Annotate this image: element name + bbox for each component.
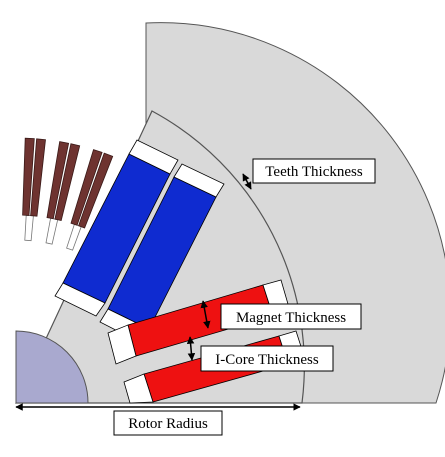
barrier-red-upper-left [107,324,137,365]
winding-coil [70,149,103,226]
slot-opening [24,214,34,242]
rotor-radius-annotation: Rotor Radius [15,403,301,436]
barrier-blue-left-bottom [54,282,106,317]
slot-opening [45,217,59,245]
icore-thickness-label: I-Core Thickness [215,352,319,368]
magnet-thickness-label: Magnet Thickness [236,310,346,326]
winding-coil [78,152,114,229]
barrier-blue-right-top [173,163,225,198]
icore-thickness-annotation: I-Core Thickness [186,336,334,372]
winding-coil [46,141,70,220]
icore-thickness-label-box [200,345,334,372]
magnet-pair-blue [54,139,225,344]
rotor-radius-label: Rotor Radius [128,416,208,432]
barrier-red-lower-left [123,373,154,404]
teeth-thickness-annotation: Teeth Thickness [242,158,376,190]
winding-coil [54,143,81,221]
rotor-radius-label-box [113,410,223,436]
barrier-blue-left-top [128,139,179,175]
slot-opening [66,223,82,251]
winding-coil [30,138,46,217]
winding-coil [22,137,35,216]
teeth-thickness-label-box [252,158,376,184]
icore-thickness-arrow [186,336,196,361]
shaft [15,330,89,404]
teeth-thickness-label: Teeth Thickness [265,164,363,180]
magnet-thickness-annotation: Magnet Thickness [200,300,362,330]
teeth-thickness-arrow [242,173,252,190]
magnet-thickness-arrow [200,300,211,329]
magnet-thickness-label-box [220,303,362,330]
